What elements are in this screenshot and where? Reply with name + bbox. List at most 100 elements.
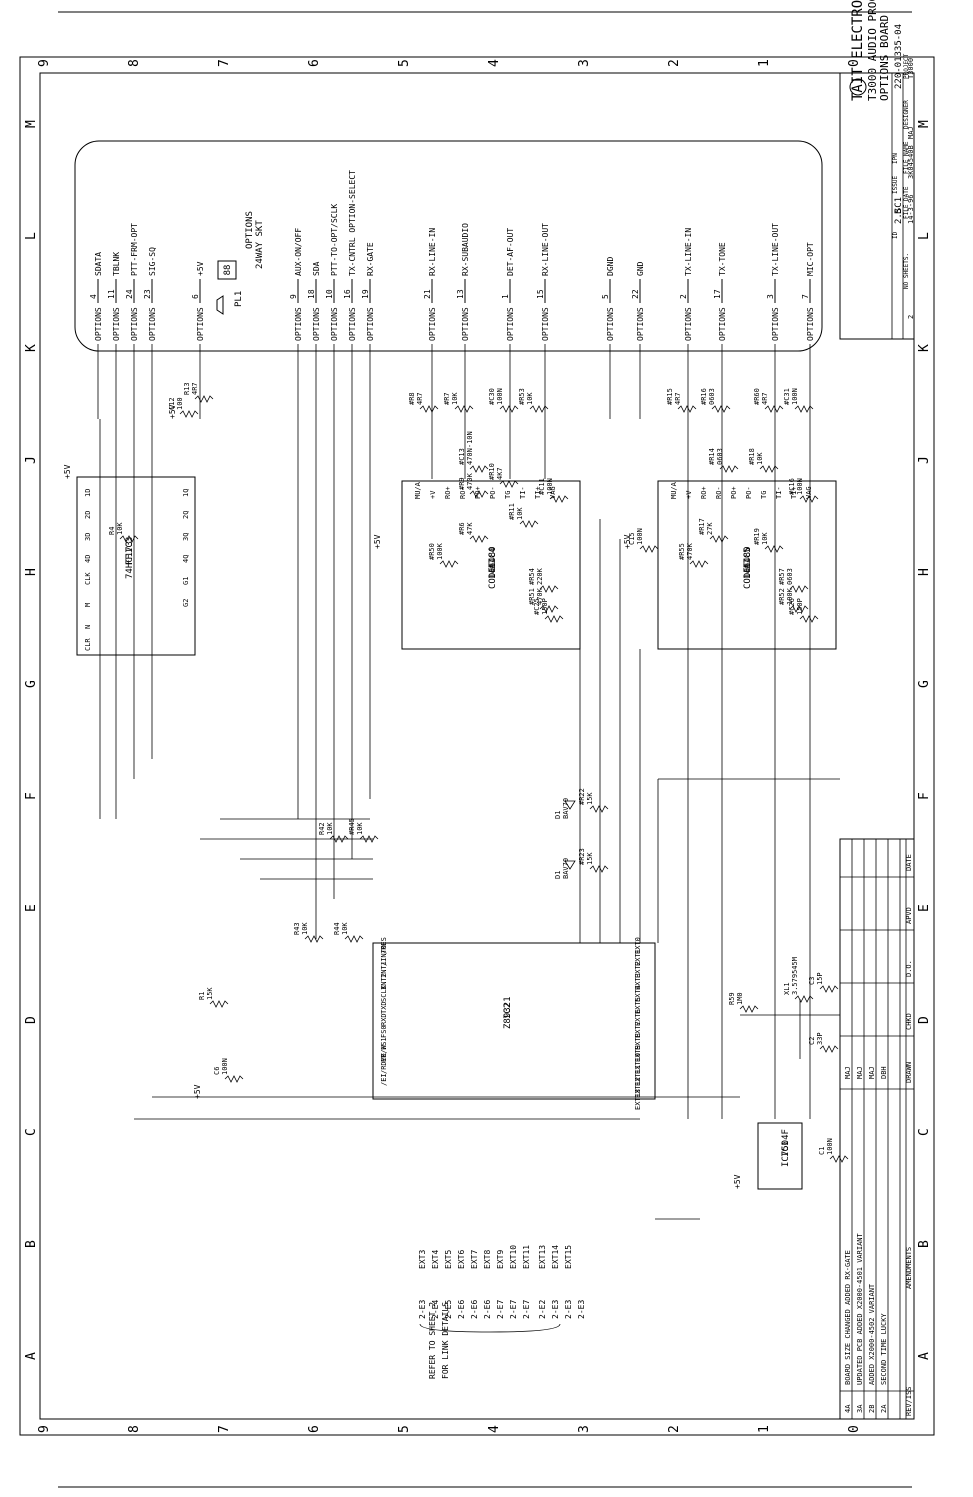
ext-link-ref: 2-E7 xyxy=(496,1300,505,1319)
zone-row-label-top: H xyxy=(24,568,39,576)
ic4-pin-label: TI+ xyxy=(534,486,542,499)
zone-col-label-right: 5 xyxy=(397,59,412,67)
component-symbol xyxy=(419,405,439,413)
zone-row-label-top: C xyxy=(24,1128,39,1136)
option-pin-number: 1 xyxy=(501,294,510,299)
zone-row-label-bottom: M xyxy=(917,120,932,128)
component-symbol xyxy=(304,935,324,943)
option-word: OPTIONS xyxy=(196,307,205,341)
zone-col-label-right: 3 xyxy=(577,59,592,67)
ic3-pin-label: 2Q xyxy=(182,511,190,519)
option-pin-number: 11 xyxy=(107,289,116,299)
ext-link-ref: 2-E3 xyxy=(551,1300,560,1319)
component-ref: #C16 xyxy=(788,478,796,495)
ic3-part: 74HC173 xyxy=(125,541,135,579)
component-ref: #R8 xyxy=(408,392,416,405)
ext-link-net: EXT15 xyxy=(564,1245,573,1269)
zone-col-label-left: 3 xyxy=(577,1425,592,1433)
zone-row-label-top: G xyxy=(24,680,39,688)
component-ref: R42 xyxy=(318,822,326,835)
ext-link-net: EXT8 xyxy=(483,1250,492,1269)
link-brace xyxy=(419,1323,561,1333)
component-value: 100N xyxy=(496,388,504,405)
component-ref: R1 xyxy=(198,992,206,1000)
component-symbol xyxy=(209,1000,229,1008)
option-pin-net: TX-TONE xyxy=(718,242,727,276)
ic3-pin-label: CLK xyxy=(84,572,92,585)
option-pin-number: 15 xyxy=(536,289,545,299)
component-ref: #C30 xyxy=(488,388,496,405)
component-value: 4K7 xyxy=(496,467,504,480)
zone-row-label-bottom: H xyxy=(917,568,932,576)
ic2-pin-label: EXT4 xyxy=(634,985,642,1002)
ic2-pin-label: EXT1 xyxy=(634,949,642,966)
option-pin-number: 5 xyxy=(601,294,610,299)
ic2-pin-label: ER/W xyxy=(380,1044,388,1062)
ic4-pin-label: VAG xyxy=(549,486,557,499)
component-symbol xyxy=(549,495,569,503)
component-value: 10K xyxy=(326,822,334,835)
ic2-pin-label: INT2 xyxy=(380,973,388,990)
option-word: OPTIONS xyxy=(771,307,780,341)
ic2-pin-label: /EI xyxy=(380,1073,388,1086)
filedate-label: FILE DATE xyxy=(903,186,910,219)
component-symbol xyxy=(179,410,199,418)
outer-border xyxy=(19,56,935,1436)
ic3-pin-label: 1Q xyxy=(182,489,190,497)
component-ref: #C26 xyxy=(788,598,796,615)
ic3-pin-label: CLR xyxy=(84,638,92,651)
option-word: OPTIONS xyxy=(636,307,645,341)
component-symbol xyxy=(819,985,839,993)
component-symbol xyxy=(719,465,739,473)
component-symbol xyxy=(539,585,559,593)
component-ref: #R10 xyxy=(488,463,496,480)
ic2-pin-label: EXT6 xyxy=(634,1009,642,1026)
component-value: 10K xyxy=(301,922,309,935)
component-ref: #R60 xyxy=(753,388,761,405)
option-pin-net: DET-AF-OUT xyxy=(506,228,515,276)
ic2-pin-label: INT1 xyxy=(380,961,388,978)
diode-ref: D1 xyxy=(554,871,562,879)
component-value: 15K xyxy=(586,792,594,805)
revision-drawn-by: MAJ xyxy=(868,1066,876,1079)
ext-link-net: EXT9 xyxy=(496,1250,505,1269)
options-socket: 88 OPTIONS 24WAY SKT PL1 xyxy=(216,211,265,315)
zone-row-label-bottom: K xyxy=(917,344,932,352)
option-word: OPTIONS xyxy=(94,307,103,341)
supply-label: +5V xyxy=(623,534,632,549)
component-ref: XL1 xyxy=(783,982,791,995)
ic1-part: IC7504F xyxy=(781,1129,791,1167)
component-value: 0603 xyxy=(786,568,794,585)
component-ref: #C25 xyxy=(533,598,541,615)
component-symbol xyxy=(689,560,709,568)
zone-col-label-left: 4 xyxy=(487,1425,502,1433)
diode-symbol xyxy=(564,860,576,870)
component-value: 15K xyxy=(586,852,594,865)
component-ref: #R9 xyxy=(458,477,466,490)
ext-link-net: EXT13 xyxy=(538,1245,547,1269)
component-symbol xyxy=(359,835,379,843)
option-pin-number: 13 xyxy=(456,289,465,299)
supply-label: +5V xyxy=(373,534,382,549)
option-pin-number: 18 xyxy=(307,289,316,299)
component-ref: C2 xyxy=(808,1037,816,1045)
company-name: TAIT ELECTRONICS xyxy=(850,0,866,101)
filename-label: FILE NAME xyxy=(903,141,910,174)
option-pin-number: 23 xyxy=(143,289,152,299)
ext-link-net: EXT6 xyxy=(457,1250,466,1269)
option-word: OPTIONS xyxy=(112,307,121,341)
ext-link-ref: 2-E3 xyxy=(418,1300,427,1319)
ic2-pin-label: SCLK xyxy=(380,984,388,1002)
component-value: 0603 xyxy=(716,448,724,465)
